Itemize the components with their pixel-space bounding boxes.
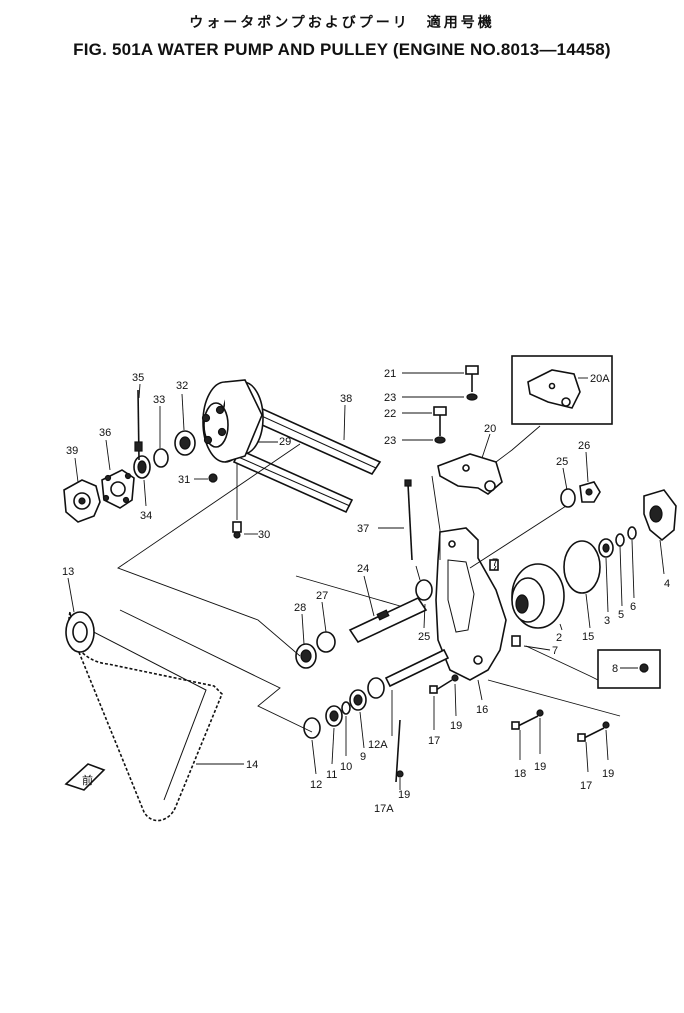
callout-23-lower: 23 [384,435,396,447]
callout-35: 35 [132,372,144,384]
seal-3 [598,538,614,558]
callout-4: 4 [664,578,670,590]
callout-20a: 20A [590,373,610,385]
detail-box-20a [511,355,613,425]
callout-5: 5 [618,609,624,621]
callout-17-b: 17 [580,780,592,792]
callout-19-a: 19 [450,720,462,732]
pulley-29 [201,379,264,463]
bolt-30 [232,521,242,539]
callout-7-upper: 7 [492,557,498,569]
callout-21: 21 [384,368,396,380]
washer-25-upper [560,488,576,508]
callout-31: 31 [178,474,190,486]
callout-15: 15 [582,631,594,643]
callout-16: 16 [476,704,488,716]
callout-19-c: 19 [534,761,546,773]
washer-5 [615,533,625,547]
callout-14: 14 [246,759,258,771]
callout-25-upper: 25 [556,456,568,468]
bearing-28 [295,643,317,669]
front-arrow: 前 [64,763,106,791]
callouts: 35 32 33 36 39 34 31 30 29 38 21 23 22 2… [62,368,670,815]
callout-19-b: 19 [398,789,410,801]
callout-12: 12 [310,779,322,791]
snap-ring-33 [153,448,169,468]
bolt-17a [395,719,404,783]
callout-17a: 17A [374,803,394,815]
callout-37: 37 [357,523,369,535]
callout-2: 2 [556,632,562,644]
callout-36: 36 [99,427,111,439]
bolt-17-right [577,721,610,742]
bolt-21 [465,365,479,392]
collar-12a [367,677,385,699]
pump-body-16 [435,527,507,681]
crank-pulley-13 [65,611,95,653]
bearing-34 [133,455,151,479]
callout-6: 6 [630,601,636,613]
title-japanese: ウォータポンプおよびプーリ 適用号機 [189,15,495,31]
callout-27: 27 [316,590,328,602]
callout-12a: 12A [368,739,388,751]
callout-20: 20 [484,423,496,435]
bracket-assembly [433,355,613,495]
washer-23-upper [466,393,478,401]
spacer-10 [341,701,351,715]
bolt-18 [511,709,544,730]
callout-10: 10 [340,761,352,773]
callout-32: 32 [176,380,188,392]
washer-25-lower [415,579,433,601]
callout-23-upper: 23 [384,392,396,404]
front-marker-text: 前 [82,773,93,787]
spacer-36 [101,469,135,509]
figure-title: FIG. 501A WATER PUMP AND PULLEY (ENGINE … [73,40,611,59]
detail-box-8 [597,649,661,689]
idler-shaft [384,648,450,688]
callout-24: 24 [357,563,369,575]
callout-25-lower: 25 [418,631,430,643]
callout-9: 9 [360,751,366,763]
callout-26-upper: 26 [578,440,590,452]
nut-26-upper [579,481,601,503]
snap-ring-12 [303,717,321,739]
pump-housing-2 [511,563,565,647]
ring-6 [627,526,637,540]
callout-7-lower: 7 [552,645,558,657]
washer-23-lower [434,436,446,444]
callout-22: 22 [384,408,396,420]
callout-38: 38 [340,393,352,405]
callout-3: 3 [604,615,610,627]
callout-30: 30 [258,529,270,541]
bearing-11 [325,705,343,727]
bolt-35 [134,389,143,461]
rod-37 [404,479,413,561]
callout-17-a: 17 [428,735,440,747]
seal-27 [316,631,336,653]
bolt-17-left [429,674,459,694]
callout-19-d: 19 [602,768,614,780]
callout-18: 18 [514,768,526,780]
fan-hub-39 [63,479,101,523]
bearing-32 [174,430,196,456]
reference-lines [117,443,621,733]
bolt-22 [433,406,447,436]
callout-13: 13 [62,566,74,578]
nut-31 [208,473,218,483]
callout-29: 29 [279,436,291,448]
callout-28: 28 [294,602,306,614]
callout-11: 11 [326,769,337,781]
bearing-9 [349,689,367,711]
callout-34: 34 [140,510,152,522]
fan-pulley-assembly [63,379,382,539]
callout-39: 39 [66,445,78,457]
impeller-4 [643,489,677,542]
pump-shaft-24 [348,596,428,644]
callout-33: 33 [153,394,165,406]
callout-8: 8 [612,663,618,675]
o-ring-15 [563,540,601,594]
